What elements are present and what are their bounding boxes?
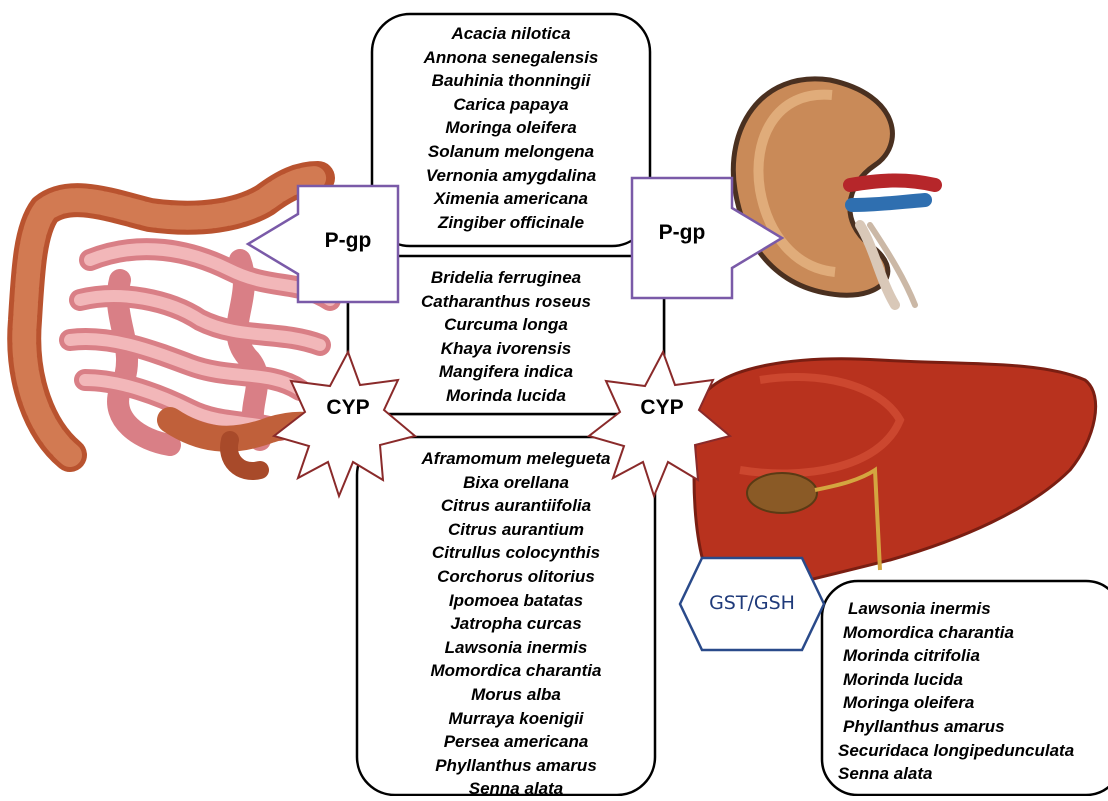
list-item: Mangifera indica xyxy=(348,360,664,384)
list-item: Bauhinia thonningii xyxy=(372,69,650,93)
list-item: Moringa oleifera xyxy=(372,116,650,140)
list-item: Senna alata xyxy=(357,777,675,801)
list-item: Morinda citrifolia xyxy=(838,644,1098,668)
list-item: Citrus aurantiifolia xyxy=(357,494,675,518)
list-item: Morus alba xyxy=(357,683,675,707)
list-item: Solanum melongena xyxy=(372,140,650,164)
cyp-right-label: CYP xyxy=(614,396,710,420)
list-item: Moringa oleifera xyxy=(838,691,1098,715)
list-item: Momordica charantia xyxy=(357,659,675,683)
list-item: Citrus aurantium xyxy=(357,518,675,542)
list-item: Jatropha curcas xyxy=(357,612,675,636)
list-item: Khaya ivorensis xyxy=(348,337,664,361)
cyp-plant-list: Aframomum melegueta Bixa orellana Citrus… xyxy=(357,447,675,801)
gst-label: GST/GSH xyxy=(702,592,802,614)
list-item: Curcuma longa xyxy=(348,313,664,337)
list-item: Bixa orellana xyxy=(357,471,675,495)
list-item: Morinda lucida xyxy=(838,668,1098,692)
list-item: Acacia nilotica xyxy=(372,22,650,46)
list-item: Lawsonia inermis xyxy=(838,597,1098,621)
list-item: Annona senegalensis xyxy=(372,46,650,70)
list-item: Persea americana xyxy=(357,730,675,754)
list-item: Catharanthus roseus xyxy=(348,290,664,314)
pgp-right-label: P-gp xyxy=(632,221,732,245)
pgp-plant-list: Acacia nilotica Annona senegalensis Bauh… xyxy=(372,22,650,234)
list-item: Vernonia amygdalina xyxy=(372,164,650,188)
cyp-left-label: CYP xyxy=(300,396,396,420)
kidney-illustration xyxy=(733,79,935,305)
list-item: Ipomoea batatas xyxy=(357,589,675,613)
list-item: Zingiber officinale xyxy=(372,211,650,235)
list-item: Phyllanthus amarus xyxy=(357,754,675,778)
list-item: Securidaca longipedunculata xyxy=(838,739,1098,763)
list-item: Phyllanthus amarus xyxy=(838,715,1098,739)
list-item: Ximenia americana xyxy=(372,187,650,211)
list-item: Murraya koenigii xyxy=(357,707,675,731)
list-item: Lawsonia inermis xyxy=(357,636,675,660)
list-item: Citrullus colocynthis xyxy=(357,541,675,565)
pgp-cyp-plant-list: Bridelia ferruginea Catharanthus roseus … xyxy=(348,266,664,408)
list-item: Senna alata xyxy=(838,762,1098,786)
list-item: Corchorus olitorius xyxy=(357,565,675,589)
list-item: Bridelia ferruginea xyxy=(348,266,664,290)
gst-plant-list: Lawsonia inermis Momordica charantia Mor… xyxy=(838,597,1098,786)
pgp-left-label: P-gp xyxy=(298,229,398,253)
list-item: Momordica charantia xyxy=(838,621,1098,645)
list-item: Aframomum melegueta xyxy=(357,447,675,471)
list-item: Carica papaya xyxy=(372,93,650,117)
